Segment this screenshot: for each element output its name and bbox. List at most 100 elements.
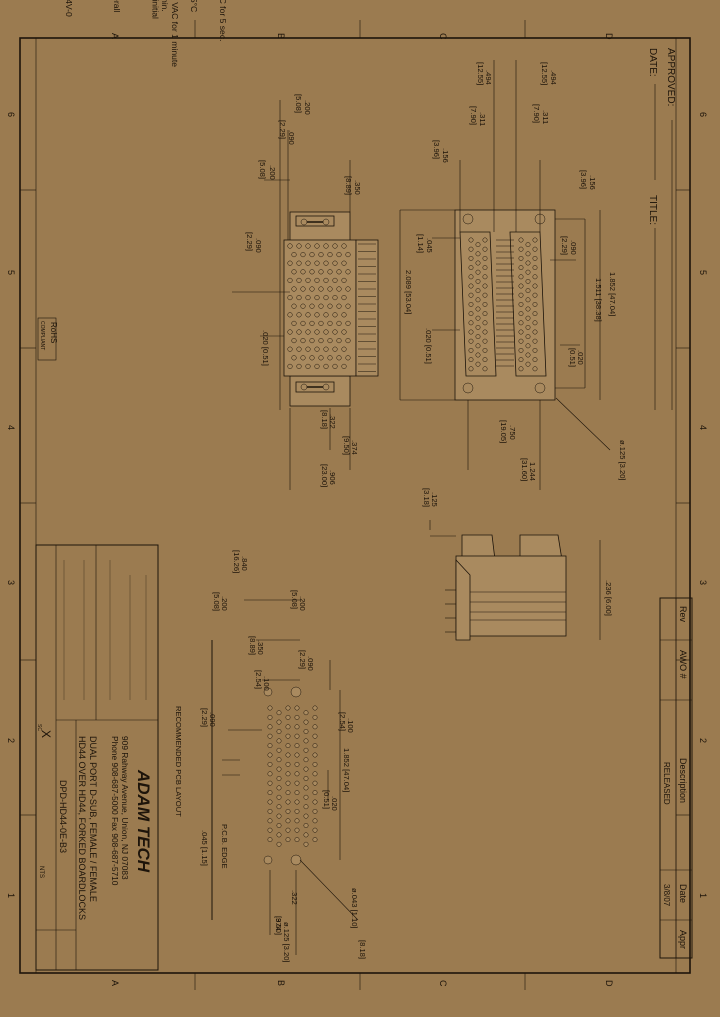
awo-header: AWO # <box>678 650 688 679</box>
rear-pin <box>341 260 347 266</box>
pcb-hole <box>276 747 282 753</box>
dimension-label: [5.08] <box>294 94 303 113</box>
pcb-hole <box>294 743 300 749</box>
front-pin <box>532 347 538 353</box>
rohs-text: RoHS <box>49 322 58 343</box>
pcb-hole <box>303 785 309 791</box>
rear-pin <box>291 320 297 326</box>
rear-pin <box>341 346 347 352</box>
pcb-hole <box>267 705 273 711</box>
rear-pin <box>287 329 293 335</box>
front-pin <box>532 265 538 271</box>
pcb-hole <box>285 827 291 833</box>
rear-view-dimension-lines <box>232 100 351 490</box>
front-pin <box>525 334 531 340</box>
front-pin <box>468 255 474 261</box>
rear-pin <box>336 303 342 309</box>
dimension-label: .200 <box>220 596 229 611</box>
rear-pin <box>305 312 311 318</box>
spec-line: Operating temperature: -55°C to +105°C <box>189 0 199 12</box>
pcb-hole <box>312 714 318 720</box>
rear-pin <box>327 338 333 344</box>
rear-pin <box>296 260 302 266</box>
dimension-label: .156 <box>588 175 597 190</box>
dimension-label: [5.08] <box>212 592 221 611</box>
front-pin <box>525 278 531 284</box>
company-name: ADAM TECH <box>134 769 153 873</box>
pcb-hole <box>294 752 300 758</box>
dimension-label: .020 <box>330 796 339 811</box>
pcb-hole <box>303 710 309 716</box>
front-pin <box>525 297 531 303</box>
front-pin <box>532 301 538 307</box>
front-pin <box>482 292 488 298</box>
front-pin <box>468 274 474 280</box>
approved-label: APPROVED: <box>665 48 676 106</box>
pcb-hole <box>303 823 309 828</box>
zone-number-left-2: 2 <box>6 738 16 743</box>
front-pin <box>468 265 474 271</box>
front-pin <box>525 242 531 248</box>
pcb-hole <box>294 837 300 843</box>
rear-pin <box>305 295 311 301</box>
rear-pin <box>345 286 351 292</box>
pcb-hole <box>294 780 300 786</box>
pcb-hole <box>303 747 309 753</box>
rear-pin <box>291 355 297 361</box>
rear-pin <box>332 363 338 369</box>
pcb-hole <box>276 738 282 744</box>
front-pin <box>468 329 474 335</box>
front-pin <box>525 260 531 266</box>
rear-pin <box>287 243 293 249</box>
dimension-label: .090 <box>287 130 296 145</box>
pcb-hole <box>303 832 309 838</box>
pcb-hole <box>285 724 291 730</box>
front-pin <box>518 265 524 271</box>
pcb-hole <box>276 766 282 772</box>
rear-pin <box>345 303 351 309</box>
rear-pin <box>336 252 342 258</box>
rear-pin <box>300 269 306 275</box>
rear-pin <box>314 243 320 249</box>
dimension-label: 1.852 [47.04] <box>342 748 351 792</box>
pcb-hole <box>276 757 282 763</box>
inner-border <box>35 37 677 974</box>
rear-pin <box>318 252 324 258</box>
rear-pin <box>300 303 306 309</box>
rear-pin <box>323 277 329 283</box>
rear-pin <box>296 346 302 352</box>
front-pin <box>532 329 538 335</box>
pcb-dimension-lines <box>222 599 359 955</box>
rear-pin <box>314 295 320 301</box>
rear-pin <box>336 269 342 275</box>
pcb-hole <box>294 827 300 833</box>
front-pin <box>518 292 524 298</box>
rear-pin <box>314 312 320 318</box>
rear-pin <box>309 355 315 361</box>
dimension-label: [2.29] <box>560 236 569 255</box>
rear-pin <box>291 338 297 344</box>
pcb-hole <box>294 799 300 805</box>
dimension-label: .311 <box>541 110 550 124</box>
front-pin <box>482 265 488 271</box>
front-pin <box>475 269 481 275</box>
rear-pin <box>341 243 347 249</box>
front-pin <box>475 343 481 349</box>
rear-pin <box>336 338 342 344</box>
rear-pin <box>314 260 320 266</box>
rear-pin <box>287 260 293 266</box>
pcb-layout <box>211 640 318 920</box>
dimension-label: [3.18] <box>422 488 431 507</box>
dimension-label: P.C.B. EDGE <box>220 824 229 869</box>
rear-pin <box>327 320 333 326</box>
specifications-block: SPECIFICATIONS:Material:Insulator: PBT, … <box>64 0 228 67</box>
front-pin <box>518 329 524 335</box>
pcb-hole <box>294 771 300 777</box>
dimension-label: [12.55] <box>540 62 549 85</box>
rear-pin <box>314 346 320 352</box>
front-view-dimension-lines <box>399 60 611 490</box>
pcb-hole <box>312 771 318 777</box>
pcb-hole <box>285 780 291 786</box>
dimension-label: ø.125 [3.20] <box>618 440 627 481</box>
dimension-label: .494 <box>484 70 493 85</box>
